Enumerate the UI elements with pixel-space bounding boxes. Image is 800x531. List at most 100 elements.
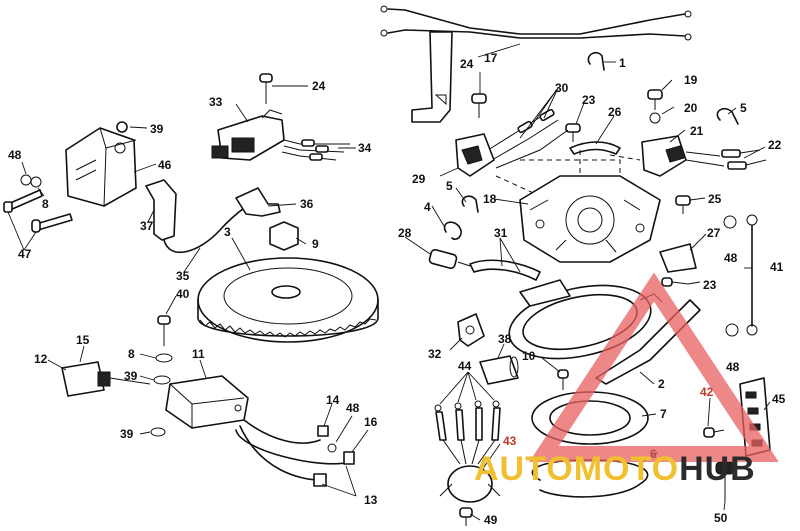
callout-39c: 39 — [120, 427, 134, 441]
part-39-washer-lower — [150, 427, 166, 437]
callout-28: 28 — [398, 226, 412, 240]
callout-49: 49 — [484, 513, 498, 527]
callout-45: 45 — [772, 392, 786, 406]
part-34-leads — [281, 139, 350, 161]
callout-24b: 24 — [460, 57, 474, 71]
part-48-washer-lower-center — [327, 443, 337, 453]
part-6-retaining-ring — [531, 459, 649, 498]
callout-38: 38 — [498, 332, 512, 346]
part-48-washer-left — [20, 174, 32, 186]
callout-14: 14 — [326, 393, 340, 407]
callout-48c: 48 — [724, 251, 738, 265]
callout-8b: 8 — [128, 347, 135, 361]
part-40-screw — [157, 315, 171, 346]
watermark-triangle-icon — [529, 272, 779, 462]
callout-8a: 8 — [42, 197, 49, 211]
callout-23b: 23 — [703, 278, 717, 292]
part-48-washer-lower-right — [725, 323, 739, 337]
callout-48d: 48 — [726, 360, 740, 374]
callout-4: 4 — [424, 200, 431, 214]
part-43-component — [439, 465, 501, 503]
callout-27: 27 — [707, 226, 721, 240]
part-48-washer-upper-right — [723, 215, 737, 229]
callout-44: 44 — [458, 359, 472, 373]
callout-25: 25 — [708, 192, 722, 206]
callout-43: 43 — [503, 434, 517, 448]
callout-15: 15 — [76, 333, 90, 347]
callout-31: 31 — [494, 226, 508, 240]
part-46-ignition-coil — [65, 127, 137, 207]
part-24-screw-left — [259, 73, 273, 104]
callout-29: 29 — [412, 172, 426, 186]
callout-26: 26 — [608, 105, 622, 119]
callout-50: 50 — [714, 511, 728, 525]
part-31-boot — [469, 259, 541, 281]
callout-5a: 5 — [446, 179, 453, 193]
part-29-sensor — [455, 133, 495, 177]
part-25-screw — [675, 195, 691, 214]
part-49-screw — [459, 507, 473, 526]
callout-16: 16 — [364, 415, 378, 429]
callout-37: 37 — [140, 219, 154, 233]
part-38-sleeve — [479, 355, 519, 385]
part-1-clip — [587, 51, 605, 71]
callout-34: 34 — [358, 141, 372, 155]
part-5-clip-top — [716, 107, 739, 125]
part-23-screw-top — [565, 123, 581, 142]
callout-7: 7 — [660, 407, 667, 421]
callout-3: 3 — [224, 225, 231, 239]
part-9-nut — [269, 221, 299, 251]
part-35-spark-lead — [145, 179, 281, 254]
callout-48a: 48 — [8, 148, 22, 162]
callout-48b: 48 — [346, 401, 360, 415]
callout-12: 12 — [34, 352, 48, 366]
callout-42: 42 — [700, 385, 714, 399]
part-20-washer — [649, 112, 661, 124]
part-42-screw — [703, 427, 725, 438]
callout-23a: 23 — [582, 93, 596, 107]
part-23-screw-right — [661, 277, 689, 287]
part-27-bracket — [659, 243, 697, 273]
callout-35: 35 — [176, 269, 190, 283]
callout-41: 41 — [770, 260, 784, 274]
part-22-leads — [721, 149, 767, 170]
callout-24a: 24 — [312, 79, 326, 93]
part-32-pickup — [457, 313, 485, 347]
callout-21: 21 — [690, 124, 704, 138]
callout-22: 22 — [768, 138, 782, 152]
callout-39b: 39 — [124, 369, 138, 383]
part-19-screw — [647, 89, 663, 110]
callout-18: 18 — [483, 192, 497, 206]
watermark-brand-part2: HUB — [679, 450, 756, 488]
watermark-brand: AUTOMOTOHUB — [474, 450, 756, 488]
callout-17: 17 — [484, 51, 498, 65]
callout-11: 11 — [192, 347, 205, 361]
part-39-nut-top — [116, 121, 128, 133]
leader-lines — [7, 43, 771, 521]
callout-32: 32 — [428, 347, 442, 361]
part-3-flywheel — [197, 257, 379, 343]
callout-33: 33 — [209, 95, 223, 109]
part-30-wires — [487, 108, 569, 169]
part-33-switch-module — [211, 109, 285, 161]
part-26-retainer — [569, 141, 621, 155]
callout-5b: 5 — [740, 101, 747, 115]
part-5-clip-mid — [461, 195, 479, 213]
part-8-washer-center — [155, 353, 173, 363]
callout-30: 30 — [555, 81, 569, 95]
part-28-connector — [428, 248, 471, 270]
part-10-screw — [557, 369, 569, 390]
callout-19: 19 — [684, 73, 698, 87]
callout-39a: 39 — [150, 122, 164, 136]
watermark: AUTOMOTOHUB — [474, 272, 779, 488]
callout-13: 13 — [364, 493, 378, 507]
callout-2: 2 — [658, 377, 665, 391]
part-15-connector — [61, 361, 151, 397]
callout-46: 46 — [158, 158, 172, 172]
part-8-washer-left — [30, 176, 42, 188]
part-13-wiring — [235, 419, 355, 487]
watermark-brand-part1: AUTOMOTO — [474, 450, 679, 488]
callout-40: 40 — [176, 287, 190, 301]
part-17-lead-harness — [380, 5, 692, 123]
